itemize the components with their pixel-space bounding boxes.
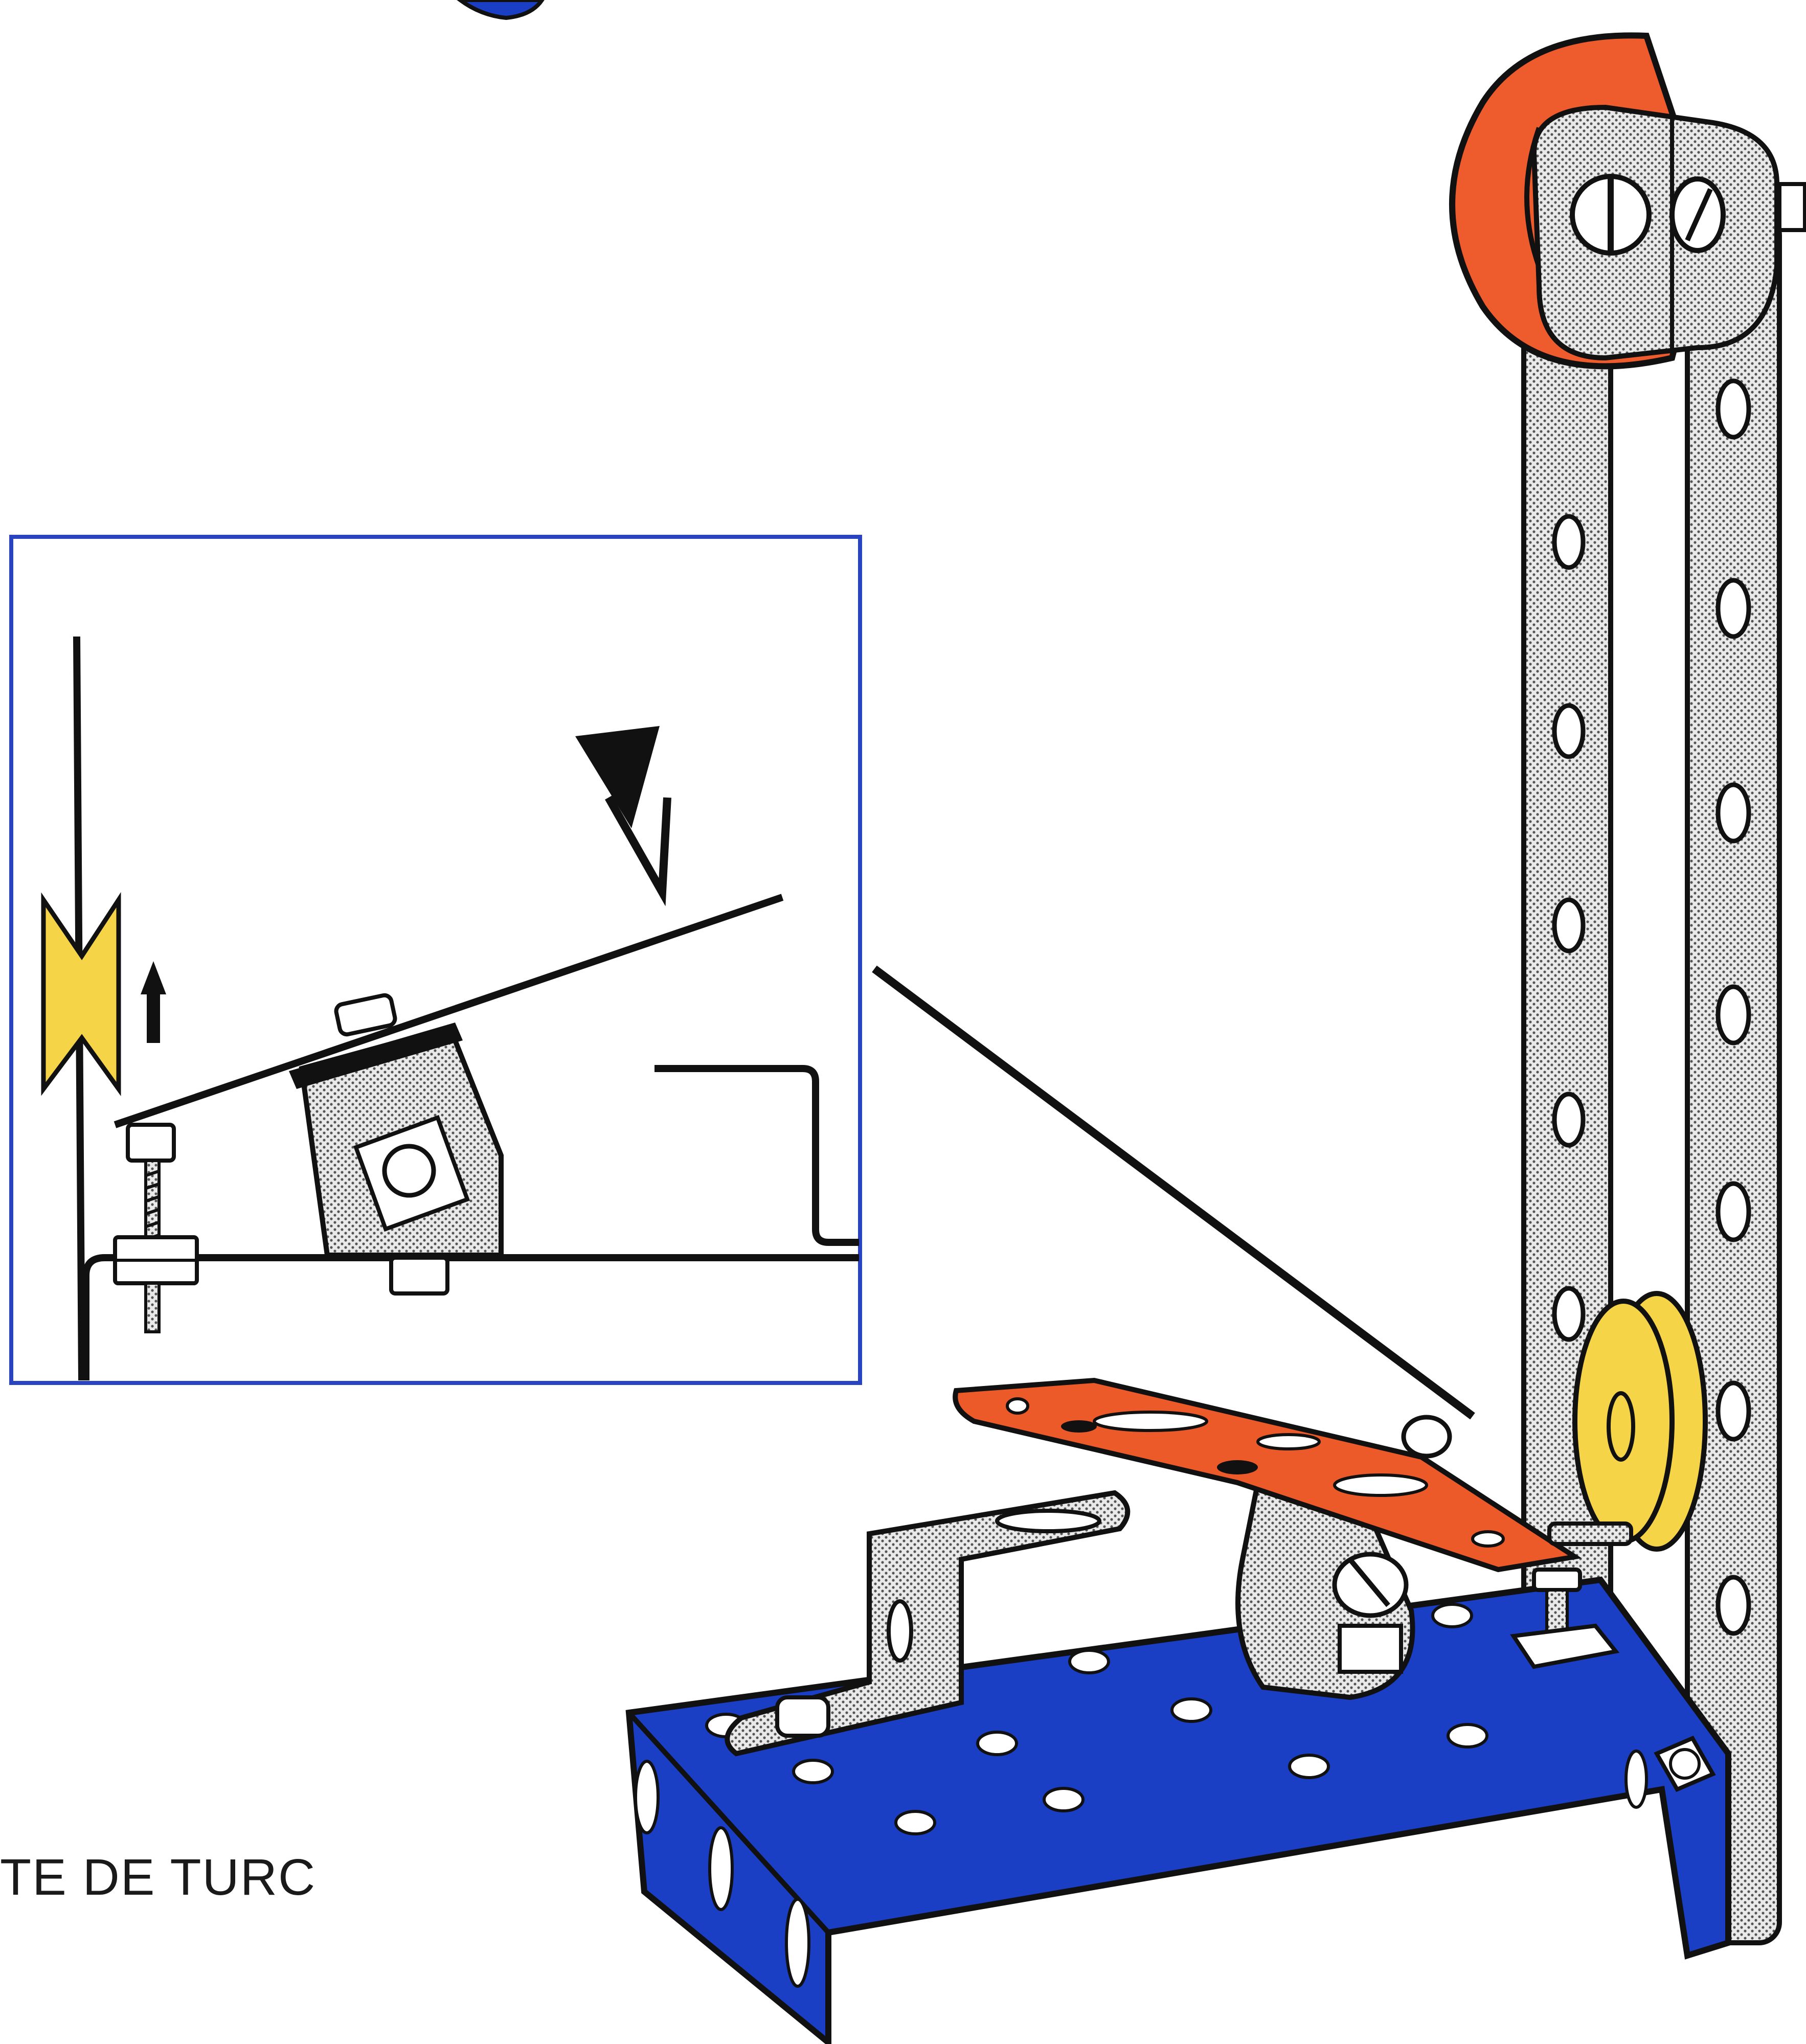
z-bracket (725, 1490, 1131, 1757)
red-lever-plate (953, 1377, 1633, 1573)
arrow-up-icon (141, 961, 166, 1043)
yellow-pulley (1572, 1291, 1708, 1552)
inset-bent-bracket (654, 1065, 859, 1246)
caption: TE DE TURC (0, 1849, 317, 1906)
blue-part-fragment (457, 0, 545, 20)
inset-detail (9, 535, 862, 1385)
leader-line (872, 965, 1475, 1420)
strip-holes (1552, 378, 1751, 1636)
axle-bolt-top (1570, 174, 1806, 256)
inset-pivot-bracket (289, 993, 504, 1296)
vertical-strip-front (1685, 212, 1782, 1945)
double-arrow-down-icon (575, 726, 671, 906)
strip-head (1531, 104, 1779, 361)
inset-lever (114, 894, 784, 1128)
inset-bolt (113, 1123, 199, 1333)
inset-base-plate (82, 1254, 859, 1380)
stop-bolt (1510, 1568, 1620, 1669)
main-model (625, 32, 1806, 2044)
inset-yellow-pulley (41, 892, 121, 1096)
